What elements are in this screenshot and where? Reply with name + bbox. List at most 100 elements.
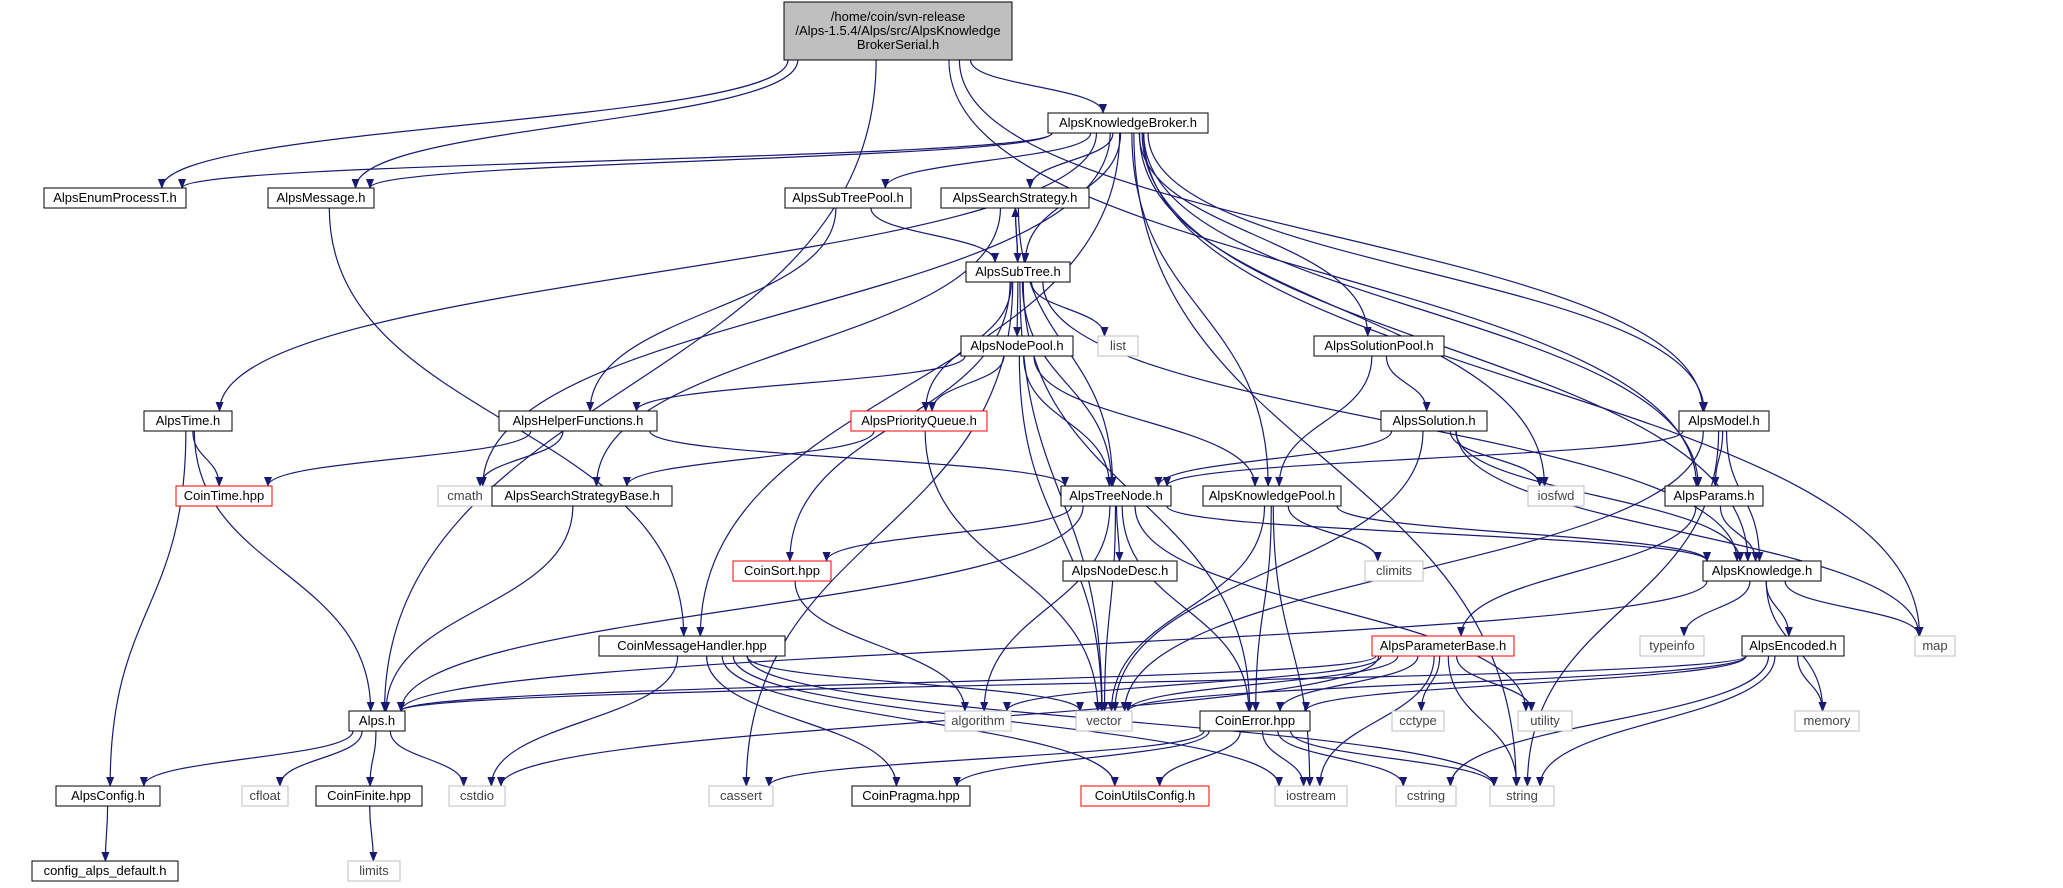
- node-coinfinite[interactable]: CoinFinite.hpp: [315, 785, 423, 807]
- node-cointime[interactable]: CoinTime.hpp: [175, 485, 273, 507]
- node-params[interactable]: AlpsParams.h: [1664, 485, 1764, 507]
- edge-encoded-to-string: [1536, 655, 1776, 787]
- node-enum[interactable]: AlpsEnumProcessT.h: [43, 187, 187, 209]
- edge-coinerror-to-iostream: [1261, 730, 1308, 787]
- node-label-message: AlpsMessage.h: [277, 190, 366, 205]
- edge-subtree-to-searchstrategy: [1011, 207, 1020, 263]
- node-label-nodedesc: AlpsNodeDesc.h: [1072, 563, 1169, 578]
- edge-nodepool-to-kpool: [1033, 355, 1259, 487]
- node-knowledge[interactable]: AlpsKnowledge.h: [1702, 560, 1822, 582]
- node-solutionpool[interactable]: AlpsSolutionPool.h: [1313, 335, 1445, 357]
- edge-time-to-alps: [193, 430, 375, 712]
- edge-subtree-to-nodepool: [1013, 281, 1022, 337]
- node-box-config: [55, 785, 161, 807]
- node-box-configdefault: [31, 860, 179, 882]
- edge-parambase-to-vector: [1124, 655, 1399, 712]
- node-box-broker: [1047, 112, 1209, 134]
- edge-coinerror-to-cassert: [765, 730, 1205, 787]
- node-string: string: [1489, 785, 1555, 807]
- node-searchstrategy[interactable]: AlpsSearchStrategy.h: [940, 187, 1090, 209]
- edge-nodepool-to-treenode: [1023, 355, 1114, 487]
- node-configdefault[interactable]: config_alps_default.h: [31, 860, 179, 882]
- node-nodepool[interactable]: AlpsNodePool.h: [960, 335, 1074, 357]
- node-coinsort[interactable]: CoinSort.hpp: [732, 560, 832, 582]
- edge-solutionpool-to-kpool: [1275, 355, 1373, 487]
- node-label-cstring: cstring: [1407, 788, 1445, 803]
- edge-treenode-to-coinsort: [822, 505, 1073, 562]
- node-box-message: [267, 187, 375, 209]
- node-coinutilsconfig[interactable]: CoinUtilsConfig.h: [1080, 785, 1210, 807]
- edge-alps-to-cfloat: [275, 730, 363, 787]
- node-message[interactable]: AlpsMessage.h: [267, 187, 375, 209]
- node-box-nodepool: [960, 335, 1074, 357]
- node-helper[interactable]: AlpsHelperFunctions.h: [498, 410, 658, 432]
- node-box-coinsort: [732, 560, 832, 582]
- node-box-subtree: [965, 261, 1071, 283]
- node-box-typeinfo: [1639, 635, 1705, 657]
- node-label-coinsort: CoinSort.hpp: [744, 563, 820, 578]
- node-treenode[interactable]: AlpsTreeNode.h: [1060, 485, 1172, 507]
- node-box-solution: [1380, 410, 1488, 432]
- node-label-time: AlpsTime.h: [156, 413, 221, 428]
- node-kpool[interactable]: AlpsKnowledgePool.h: [1202, 485, 1342, 507]
- node-coinpragma[interactable]: CoinPragma.hpp: [851, 785, 971, 807]
- node-root[interactable]: /home/coin/svn-release/Alps-1.5.4/Alps/s…: [783, 1, 1013, 61]
- node-time[interactable]: AlpsTime.h: [143, 410, 233, 432]
- node-box-params: [1664, 485, 1764, 507]
- node-label-kpool: AlpsKnowledgePool.h: [1209, 488, 1335, 503]
- node-label-root: /Alps-1.5.4/Alps/src/AlpsKnowledge: [795, 23, 1000, 38]
- node-encoded[interactable]: AlpsEncoded.h: [1741, 635, 1845, 657]
- node-label-solutionpool: AlpsSolutionPool.h: [1324, 338, 1433, 353]
- node-typeinfo: typeinfo: [1639, 635, 1705, 657]
- node-subtree[interactable]: AlpsSubTree.h: [965, 261, 1071, 283]
- edge-solutionpool-to-solution: [1385, 355, 1431, 412]
- node-alps[interactable]: Alps.h: [348, 710, 406, 732]
- edge-root-to-message: [351, 59, 799, 189]
- node-label-nodepool: AlpsNodePool.h: [970, 338, 1063, 353]
- edge-time-to-config: [106, 430, 187, 787]
- node-label-coinutilsconfig: CoinUtilsConfig.h: [1095, 788, 1195, 803]
- node-label-coinerror: CoinError.hpp: [1215, 713, 1295, 728]
- node-label-string: string: [1506, 788, 1538, 803]
- node-label-memory: memory: [1804, 713, 1851, 728]
- node-box-treenode: [1060, 485, 1172, 507]
- node-label-algorithm: algorithm: [951, 713, 1004, 728]
- node-prioqueue[interactable]: AlpsPriorityQueue.h: [850, 410, 988, 432]
- node-label-searchstrategy: AlpsSearchStrategy.h: [953, 190, 1078, 205]
- node-label-cctype: cctype: [1399, 713, 1437, 728]
- edge-broker-to-cmh: [696, 132, 1121, 637]
- node-label-encoded: AlpsEncoded.h: [1749, 638, 1836, 653]
- node-parambase[interactable]: AlpsParameterBase.h: [1371, 635, 1515, 657]
- node-box-limits: [347, 860, 401, 882]
- node-ssbase[interactable]: AlpsSearchStrategyBase.h: [491, 485, 673, 507]
- node-label-utility: utility: [1530, 713, 1560, 728]
- edge-encoded-to-vector: [1124, 655, 1747, 712]
- edge-broker-to-solutionpool: [1138, 132, 1372, 337]
- node-label-cmh: CoinMessageHandler.hpp: [617, 638, 767, 653]
- node-nodedesc[interactable]: AlpsNodeDesc.h: [1062, 560, 1178, 582]
- node-box-cmh: [598, 635, 786, 657]
- node-config[interactable]: AlpsConfig.h: [55, 785, 161, 807]
- edge-broker-to-model: [1147, 132, 1708, 412]
- node-cmh[interactable]: CoinMessageHandler.hpp: [598, 635, 786, 657]
- edge-subtree-to-treenode: [1021, 281, 1116, 487]
- edge-broker-to-subtreepool: [881, 132, 1092, 189]
- edge-parambase-to-cstdio: [497, 655, 1380, 787]
- node-broker[interactable]: AlpsKnowledgeBroker.h: [1047, 112, 1209, 134]
- node-label-cassert: cassert: [720, 788, 762, 803]
- edge-knowledge-to-map: [1784, 580, 1923, 637]
- node-solution[interactable]: AlpsSolution.h: [1380, 410, 1488, 432]
- edge-ssbase-to-alps: [382, 505, 574, 712]
- node-model[interactable]: AlpsModel.h: [1678, 410, 1770, 432]
- edge-kpool-to-climits: [1287, 505, 1382, 562]
- node-cstdio: cstdio: [448, 785, 506, 807]
- edge-broker-to-message: [366, 132, 1053, 189]
- edge-solution-to-map: [1455, 430, 1923, 637]
- edge-treenode-to-coinerror: [1121, 505, 1253, 712]
- node-box-prioqueue: [850, 410, 988, 432]
- node-coinerror[interactable]: CoinError.hpp: [1199, 710, 1311, 732]
- node-subtreepool[interactable]: AlpsSubTreePool.h: [784, 187, 912, 209]
- node-label-cstdio: cstdio: [460, 788, 494, 803]
- node-label-params: AlpsParams.h: [1674, 488, 1755, 503]
- edge-prioqueue-to-vector: [924, 430, 1102, 712]
